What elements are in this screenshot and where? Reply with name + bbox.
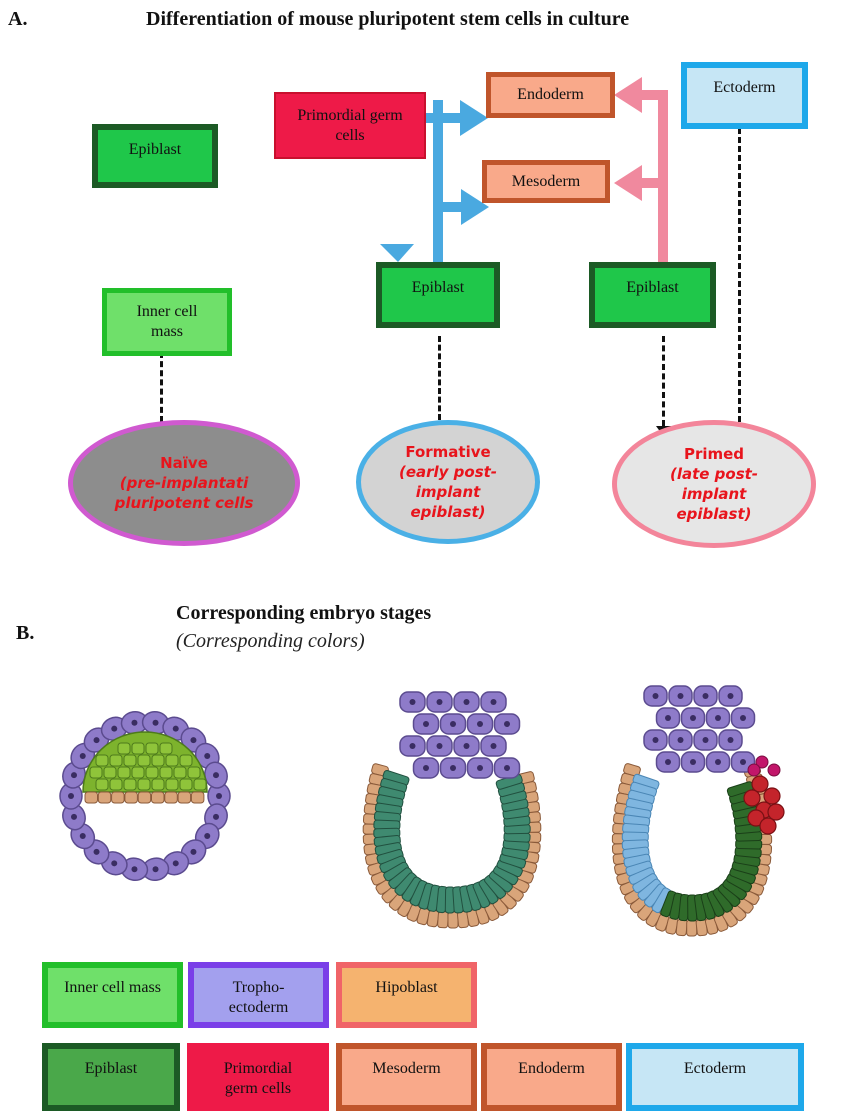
formative-state-ellipse: Formative (early post-implant epiblast): [356, 420, 540, 544]
dashed-connector-formative: [438, 336, 441, 420]
naive-state-title: Naïve: [160, 454, 208, 472]
formative-state-description: (early post-implant epiblast): [398, 463, 498, 521]
early-postimplantation-embryo: [362, 691, 542, 929]
legend-item-tropho-ectoderm: Tropho-ectoderm: [188, 962, 329, 1028]
endoderm-box: Endoderm: [486, 72, 615, 118]
legend-item-ectoderm: Ectoderm: [626, 1043, 804, 1111]
primed-state-description: (late post-implant epiblast): [669, 465, 759, 523]
section-b-label: B.: [16, 622, 35, 644]
primed-state-title: Primed: [683, 445, 745, 463]
epiblast-box-formative: Epiblast: [376, 262, 500, 328]
formative-differentiation-arrows: [380, 100, 489, 262]
legend-item-label: Tropho-ectoderm: [228, 979, 289, 1016]
legend-item-label: Endoderm: [518, 1060, 585, 1077]
naive-state-description: (pre-implantati pluripotent cells: [114, 474, 254, 512]
formative-state-title: Formative: [405, 443, 491, 461]
legend-item-label: Mesoderm: [372, 1060, 441, 1077]
section-a-title: Differentiation of mouse pluripotent ste…: [146, 8, 630, 30]
legend-item-label: Hipoblast: [375, 979, 438, 996]
epiblast-box-top-left: Epiblast: [92, 124, 218, 188]
legend-item-label: Primordial germ cells: [223, 1060, 293, 1097]
inner-cell-mass-box: Inner cell mass: [102, 288, 232, 356]
primed-differentiation-arrows: [614, 77, 668, 262]
legend-item-primordial-germ-cells: Primordial germ cells: [187, 1043, 329, 1111]
primordial-germ-cells-box: Primordial germ cells: [274, 92, 426, 159]
legend-item-inner-cell-mass: Inner cell mass: [42, 962, 183, 1028]
dashed-connector-icm: [160, 352, 163, 422]
epiblast-box-primed: Epiblast: [589, 262, 716, 328]
legend-item-endoderm: Endoderm: [481, 1043, 622, 1111]
ectoderm-box: Ectoderm: [681, 62, 808, 129]
legend-item-epiblast: Epiblast: [42, 1043, 180, 1111]
late-postimplantation-embryo: [611, 685, 785, 937]
blue-triangle-marker: [380, 244, 414, 262]
primed-state-ellipse: Primed (late post-implant epiblast): [612, 420, 816, 548]
mesoderm-box: Mesoderm: [482, 160, 610, 203]
naive-state-ellipse: Naïve (pre-implantati pluripotent cells: [68, 420, 300, 546]
section-b-title: Corresponding embryo stages: [176, 602, 432, 624]
section-b-subtitle: (Corresponding colors): [176, 630, 365, 652]
section-a-label: A.: [8, 8, 28, 30]
dashed-connector-ectoderm: [738, 128, 741, 422]
blastocyst-embryo: [59, 710, 231, 882]
dashed-connector-primed: [662, 336, 665, 426]
legend-item-label: Epiblast: [84, 1060, 138, 1077]
legend-item-hipoblast: Hipoblast: [336, 962, 477, 1028]
legend-item-mesoderm: Mesoderm: [336, 1043, 477, 1111]
legend-item-label: Ectoderm: [683, 1060, 747, 1077]
legend-item-label: Inner cell mass: [64, 979, 161, 996]
